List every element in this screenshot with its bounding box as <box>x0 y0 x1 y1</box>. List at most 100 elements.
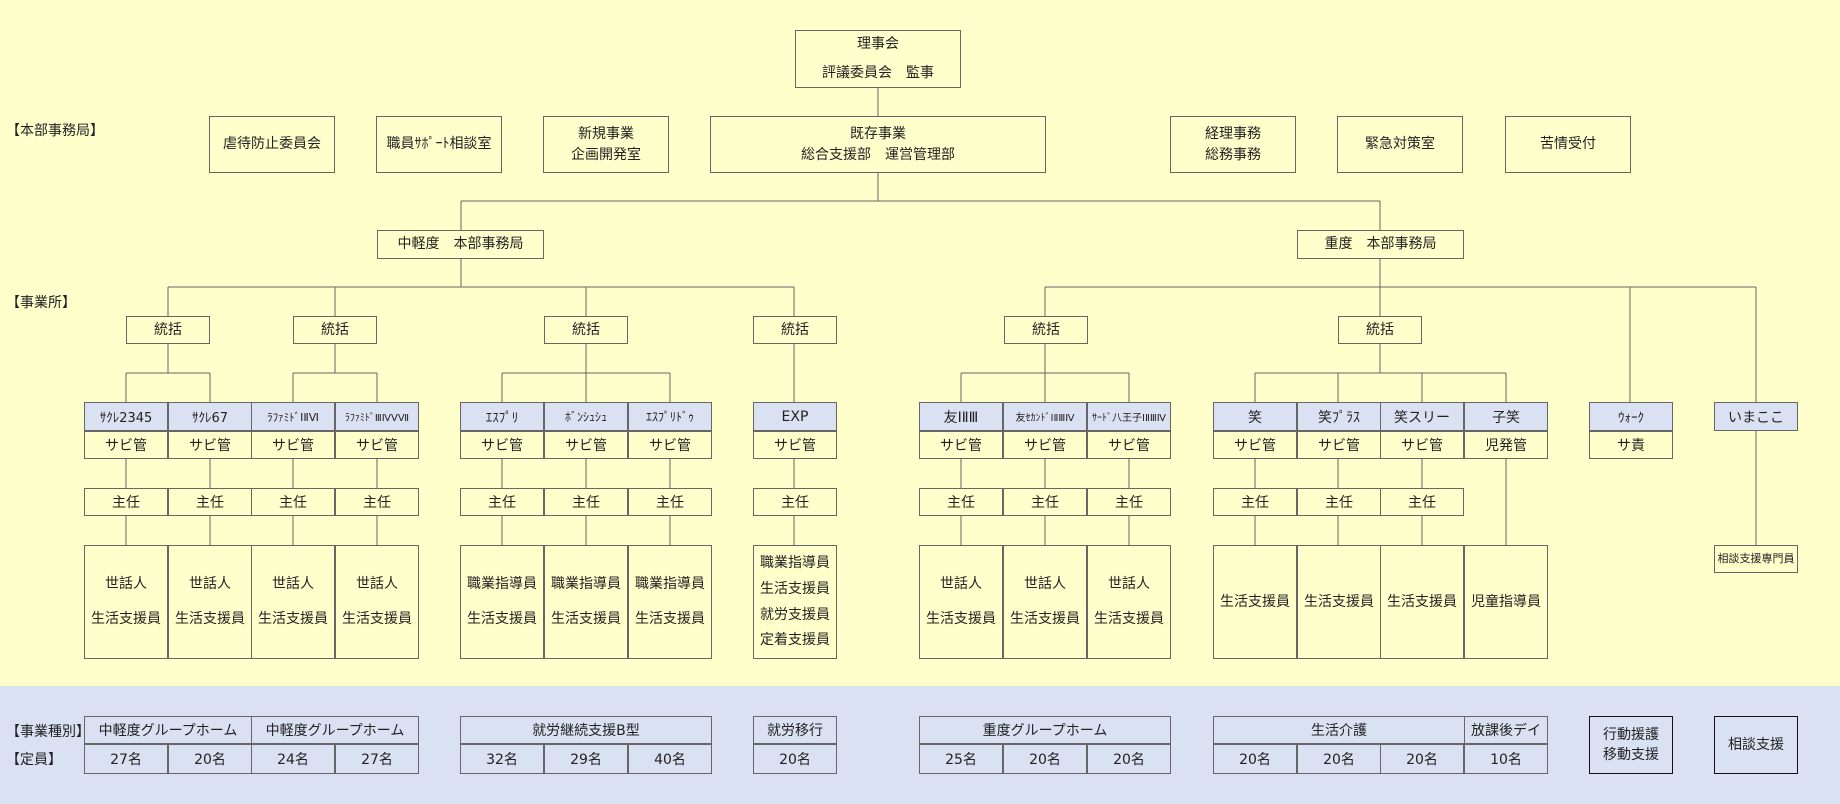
type-consultation-label: 相談支援 <box>1728 736 1784 753</box>
sabikan-cell: サビ管 <box>1213 431 1297 459</box>
new-business-label-2: 企画開発室 <box>571 146 641 163</box>
life-support-label: 生活支援員 <box>1094 611 1164 628</box>
type-behavior-label-2: 移動支援 <box>1603 747 1659 763</box>
type-gh-mild-1: 中軽度グループホーム <box>84 716 252 744</box>
capacity-tomo: 25名 <box>919 744 1003 774</box>
accounting-label-1: 経理事務 <box>1205 126 1261 143</box>
capacity-raf1: 24名 <box>251 744 335 774</box>
consult-specialist-label: 相談支援専門員 <box>1717 552 1795 566</box>
staff-box: 世話人 生活支援員 <box>1087 545 1171 659</box>
service-resp-cell: サ責 <box>1589 431 1673 459</box>
section-business-type-label: 【事業種別】 <box>6 724 90 740</box>
facility-raf1: ﾗﾌｧﾐﾄﾞⅠⅡⅥ <box>251 402 335 431</box>
emergency-label: 緊急対策室 <box>1365 136 1435 153</box>
severe-hq-box: 重度 本部事務局 <box>1297 230 1464 259</box>
type-transition: 就労移行 <box>753 716 837 744</box>
life-support-label: 生活支援員 <box>926 611 996 628</box>
chief-cell: 主任 <box>168 488 252 516</box>
type-life-care: 生活介護 <box>1213 716 1465 744</box>
section-hq-label: 【本部事務局】 <box>6 123 104 139</box>
capacity-emi: 20名 <box>1213 744 1297 774</box>
sabikan-cell: サビ管 <box>1297 431 1381 459</box>
caretaker-label: 世話人 <box>1108 576 1150 593</box>
overseer-box: 統括 <box>753 316 837 344</box>
sabikan-cell: サビ管 <box>753 431 837 459</box>
severe-hq-label: 重度 本部事務局 <box>1324 236 1437 253</box>
staff-box: 児童指導員 <box>1464 545 1548 659</box>
capacity-bon: 29名 <box>544 744 628 774</box>
connector-existing-down <box>460 173 1381 230</box>
type-b-type: 就労継続支援B型 <box>460 716 712 744</box>
sabikan-cell: サビ管 <box>919 431 1003 459</box>
sabikan-cell: サビ管 <box>628 431 712 459</box>
capacity-emi-plus: 20名 <box>1297 744 1381 774</box>
life-support-label: 生活支援員 <box>342 611 412 628</box>
sabikan-cell: サビ管 <box>1003 431 1087 459</box>
sabikan-cell: サビ管 <box>335 431 419 459</box>
overseer-box: 統括 <box>544 316 628 344</box>
chief-cell: 主任 <box>1297 488 1381 516</box>
staff-box: 世話人 生活支援員 <box>251 545 335 659</box>
chief-cell: 主任 <box>335 488 419 516</box>
caretaker-label: 世話人 <box>189 576 231 593</box>
exp-staff-box: 職業指導員 生活支援員 就労支援員 定着支援員 <box>753 545 837 659</box>
chief-cell: 主任 <box>1213 488 1297 516</box>
capacity-raf2: 27名 <box>335 744 419 774</box>
overseer-label: 統括 <box>1366 321 1394 338</box>
board-title: 理事会 <box>857 36 899 53</box>
abuse-prevention-box: 虐待防止委員会 <box>209 116 335 173</box>
staff-support-box: 職員ｻﾎﾟｰﾄ相談室 <box>376 116 502 173</box>
overseer-label: 統括 <box>781 321 809 338</box>
facility-imakoko: いまここ <box>1714 402 1798 431</box>
sabikan-cell: サビ管 <box>544 431 628 459</box>
sabikan-cell: サビ管 <box>168 431 252 459</box>
staff-box: 世話人 生活支援員 <box>84 545 168 659</box>
connector-severe-branch <box>1044 259 1757 545</box>
section-capacity-label: 【定員】 <box>6 752 62 768</box>
complaint-label: 苦情受付 <box>1540 136 1596 153</box>
section-offices-label: 【事業所】 <box>6 295 76 311</box>
job-instructor-label: 職業指導員 <box>635 576 705 593</box>
consult-specialist-box: 相談支援専門員 <box>1714 545 1798 573</box>
caretaker-label: 世話人 <box>1024 576 1066 593</box>
accounting-label-2: 総務事務 <box>1205 146 1261 163</box>
life-support-label: 生活支援員 <box>258 611 328 628</box>
facility-walk: ｳｫｰｸ <box>1589 402 1673 431</box>
staff-box: 世話人 生活支援員 <box>335 545 419 659</box>
caretaker-label: 世話人 <box>940 576 982 593</box>
life-support-label: 生活支援員 <box>635 611 705 628</box>
capacity-emi-three: 20名 <box>1380 744 1464 774</box>
caretaker-label: 世話人 <box>272 576 314 593</box>
type-consultation-box: 相談支援 <box>1714 716 1798 774</box>
facility-emi: 笑 <box>1213 402 1297 431</box>
chief-cell: 主任 <box>1087 488 1171 516</box>
mild-hq-box: 中軽度 本部事務局 <box>377 230 544 259</box>
life-support-label: 生活支援員 <box>175 611 245 628</box>
life-support-label: 生活支援員 <box>1220 593 1290 610</box>
life-support-label: 生活支援員 <box>91 611 161 628</box>
chief-cell: 主任 <box>628 488 712 516</box>
staff-box: 世話人 生活支援員 <box>168 545 252 659</box>
life-support-label: 生活支援員 <box>1387 593 1457 610</box>
overseer-label: 統括 <box>321 321 349 338</box>
chief-cell: 主任 <box>460 488 544 516</box>
overseer-label: 統括 <box>154 321 182 338</box>
facility-tomo3: ｻｰﾄﾞ八王子ⅠⅡⅢⅣ <box>1087 402 1171 431</box>
existing-business-label-1: 既存事業 <box>850 126 906 143</box>
abuse-prevention-label: 虐待防止委員会 <box>223 136 321 153</box>
job-instructor-label: 職業指導員 <box>551 576 621 593</box>
child-instructor-label: 児童指導員 <box>1471 593 1541 610</box>
council-audit-title: 評議委員会 監事 <box>822 65 934 81</box>
facility-kodomo-emi: 子笑 <box>1464 402 1548 431</box>
overseer-box: 統括 <box>1338 316 1422 344</box>
chief-cell: 主任 <box>753 488 837 516</box>
life-support-label: 生活支援員 <box>1304 593 1374 610</box>
capacity-kodomo-emi: 10名 <box>1464 744 1548 774</box>
facility-esp-d: ｴｽﾌﾟﾘﾄﾞｩ <box>628 402 712 431</box>
chief-cell: 主任 <box>84 488 168 516</box>
life-support-label: 生活支援員 <box>551 611 621 628</box>
type-behavior-box: 行動援護 移動支援 <box>1589 716 1673 774</box>
existing-business-box: 既存事業 総合支援部 運営管理部 <box>710 116 1046 173</box>
chief-cell: 主任 <box>919 488 1003 516</box>
